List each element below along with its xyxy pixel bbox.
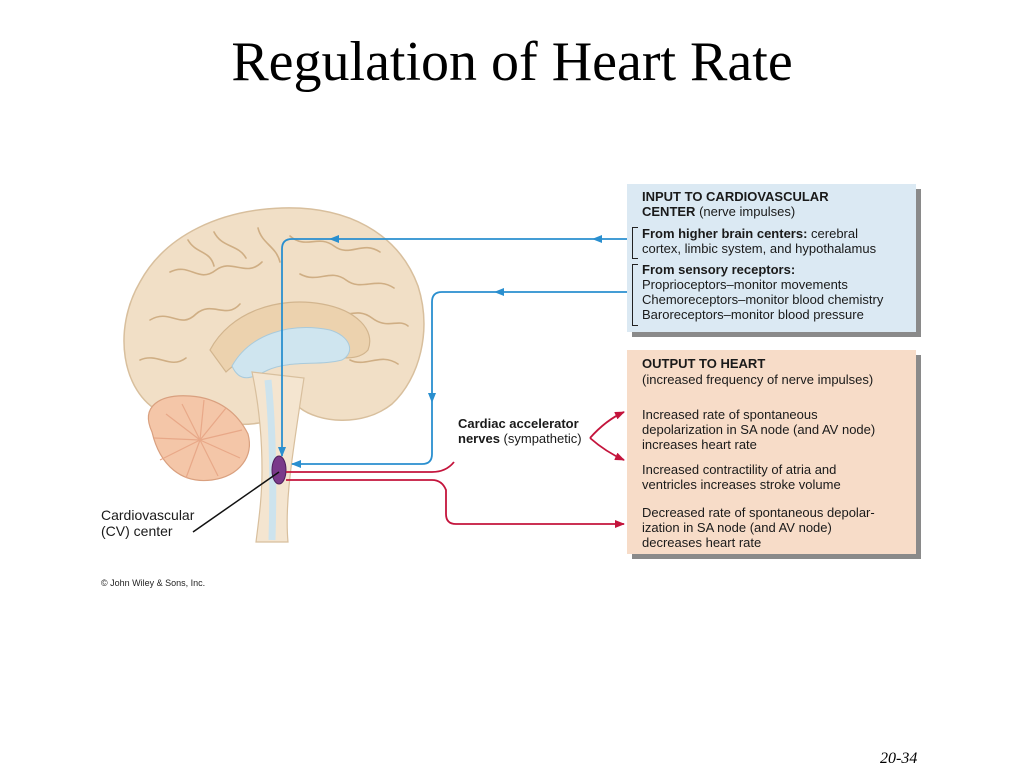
effect-decreased-line2: ization in SA node (and AV node) — [642, 520, 832, 535]
effect-heart-rate-line3: increases heart rate — [642, 437, 757, 452]
slide-title: Regulation of Heart Rate — [231, 31, 793, 93]
output-subheading: (increased frequency of nerve impulses) — [642, 372, 874, 387]
output-panel: OUTPUT TO HEART (increased frequency of … — [627, 350, 916, 554]
effect-decreased-line1: Decreased rate of spontaneous depolar- — [642, 505, 875, 520]
output-arrows — [286, 411, 625, 528]
input-heading-line1: INPUT TO CARDIOVASCULAR — [642, 189, 829, 204]
effect-contractility-line1: Increased contractility of atria and — [642, 462, 837, 477]
sensory-line-baroreceptors: Baroreceptors–monitor blood pressure — [642, 307, 864, 322]
sensory-line-proprioceptors: Proprioceptors–monitor movements — [642, 277, 848, 292]
input-panel: INPUT TO CARDIOVASCULAR CENTER (nerve im… — [627, 184, 916, 332]
sensory-line-chemoreceptors: Chemoreceptors–monitor blood chemistry — [642, 292, 884, 307]
effect-decreased-line3: decreases heart rate — [642, 535, 762, 550]
input-arrows — [278, 235, 627, 468]
copyright-notice: © John Wiley & Sons, Inc. — [101, 578, 206, 588]
effect-heart-rate-line1: Increased rate of spontaneous — [642, 407, 818, 422]
higher-brain-line2: cortex, limbic system, and hypothalamus — [642, 241, 877, 256]
input-heading-line2: CENTER (nerve impulses) — [642, 204, 796, 219]
output-heading: OUTPUT TO HEART — [642, 356, 766, 371]
cv-center-marker — [271, 455, 287, 485]
cv-center-leader — [192, 471, 280, 533]
cardiac-accelerator-label: Cardiac accelerator nerves (sympathetic) — [458, 416, 582, 446]
higher-brain-bracket — [632, 227, 638, 259]
sensory-label: From sensory receptors: — [642, 262, 796, 277]
page-number: 20-34 — [880, 750, 918, 767]
effect-heart-rate-line2: depolarization in SA node (and AV node) — [642, 422, 876, 437]
cerebrum — [123, 207, 425, 431]
cv-center-label: Cardiovascular (CV) center — [101, 507, 195, 539]
effect-contractility-line2: ventricles increases stroke volume — [642, 477, 841, 492]
sensory-bracket — [632, 264, 638, 326]
higher-brain-line1: From higher brain centers: cerebral — [642, 226, 858, 241]
cerebellum — [147, 395, 250, 482]
